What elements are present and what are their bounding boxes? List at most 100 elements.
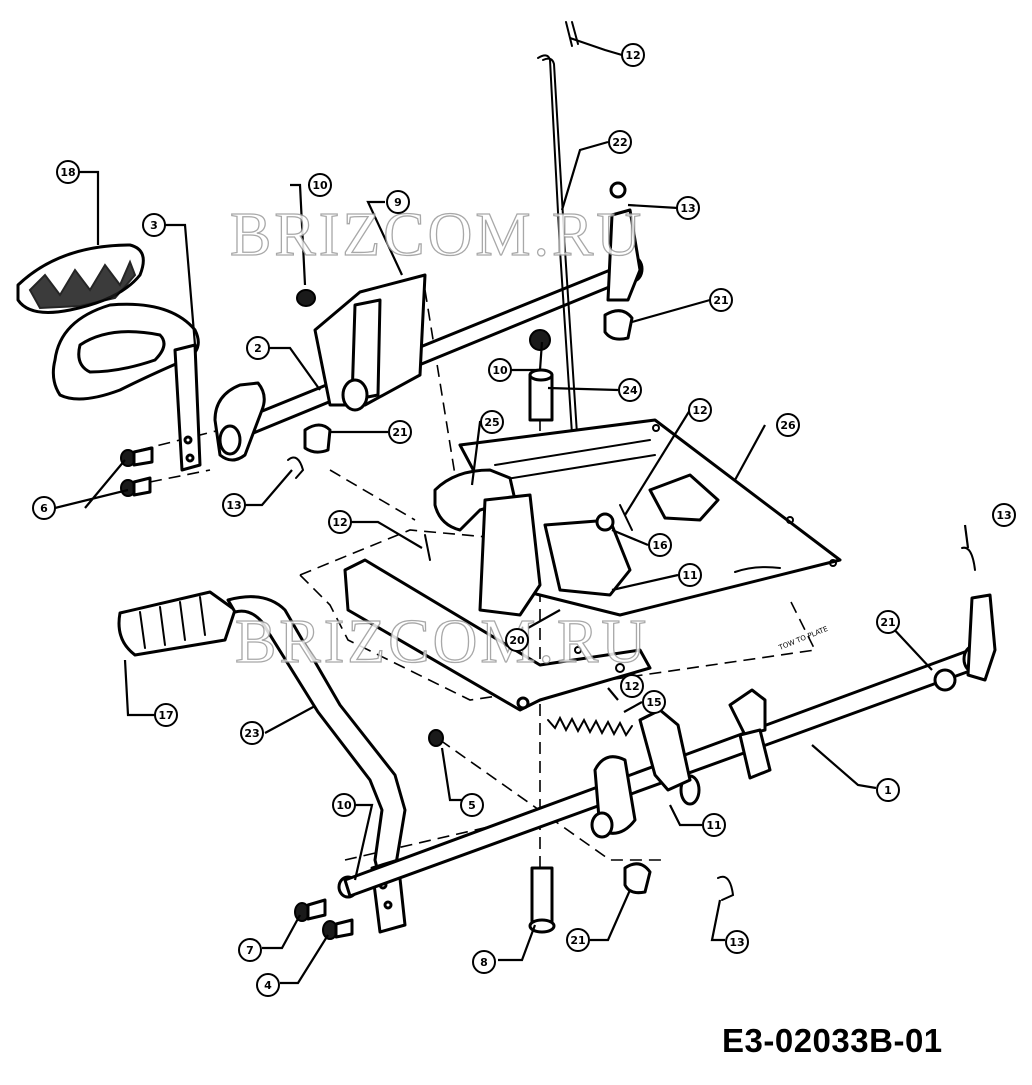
callout-6: 6: [32, 496, 56, 520]
callout-1: 1: [876, 778, 900, 802]
svg-text:17: 17: [158, 709, 173, 722]
svg-text:20: 20: [509, 634, 525, 647]
svg-text:3: 3: [150, 219, 158, 232]
callout-11-low: 11: [702, 813, 726, 837]
callout-26: 26: [776, 413, 800, 437]
e-ring-13-low: [717, 875, 735, 901]
callout-3: 3: [142, 213, 166, 237]
bolts-6: [120, 446, 154, 497]
callout-24: 24: [618, 378, 642, 402]
svg-text:6: 6: [40, 502, 48, 515]
e-ring-13-left: [287, 456, 305, 479]
svg-text:24: 24: [622, 384, 638, 397]
clip-21-left: [303, 423, 332, 454]
pin-8: [528, 866, 556, 934]
watermark-lower: BRIZCOM.RU: [235, 608, 649, 676]
panel-label: TOW TO PLATE: [777, 625, 829, 652]
callout-21-left: 21: [388, 420, 412, 444]
clip-21-low: [623, 862, 652, 895]
callout-10-top: 10: [308, 173, 332, 197]
callout-13-top: 13: [676, 196, 700, 220]
nut-10-top: [296, 289, 316, 307]
bolt-5: [428, 729, 444, 747]
svg-text:21: 21: [392, 426, 407, 439]
svg-text:12: 12: [692, 404, 707, 417]
svg-text:11: 11: [706, 819, 721, 832]
svg-text:10: 10: [492, 364, 508, 377]
svg-text:7: 7: [246, 944, 254, 957]
svg-text:21: 21: [713, 294, 728, 307]
callout-18: 18: [56, 160, 80, 184]
svg-text:10: 10: [336, 799, 352, 812]
callout-23: 23: [240, 721, 264, 745]
callout-16: 16: [648, 533, 672, 557]
callout-21-upper: 21: [709, 288, 733, 312]
drawing-code: E3-02033B-01: [722, 1022, 943, 1059]
svg-text:9: 9: [394, 196, 402, 209]
arm-11: [590, 708, 692, 839]
callout-25: 25: [480, 410, 504, 434]
spring: [547, 715, 633, 737]
svg-text:16: 16: [652, 539, 668, 552]
bracket-plate: [313, 273, 427, 412]
svg-text:15: 15: [646, 696, 661, 709]
svg-text:13: 13: [996, 509, 1011, 522]
callout-7: 7: [238, 938, 262, 962]
svg-text:21: 21: [570, 934, 585, 947]
callout-5: 5: [460, 793, 484, 817]
callout-10-low: 10: [332, 793, 356, 817]
callout-12-left: 12: [328, 510, 352, 534]
svg-text:23: 23: [244, 727, 259, 740]
svg-text:1: 1: [884, 784, 892, 797]
callout-9: 9: [386, 190, 410, 214]
callout-4: 4: [256, 973, 280, 997]
spacer-24: [528, 329, 554, 422]
callout-13-right: 13: [992, 503, 1016, 527]
svg-text:13: 13: [729, 936, 744, 949]
svg-text:25: 25: [484, 416, 499, 429]
rear-shaft: [238, 255, 644, 438]
pivot-plate: [213, 381, 266, 462]
callout-15: 15: [642, 690, 666, 714]
svg-text:22: 22: [612, 136, 627, 149]
pedal-pad: [16, 243, 145, 314]
svg-text:13: 13: [680, 202, 695, 215]
svg-text:12: 12: [332, 516, 347, 529]
mount-bracket: [433, 468, 632, 617]
callout-12-mid: 12: [688, 398, 712, 422]
callout-11-upper: 11: [678, 563, 702, 587]
clip-12-left: [424, 534, 431, 561]
callout-2: 2: [246, 336, 270, 360]
svg-text:10: 10: [312, 179, 328, 192]
clip-12-top: [565, 21, 579, 47]
right-arm: [933, 546, 997, 692]
callout-20: 20: [505, 628, 529, 652]
callout-8: 8: [472, 950, 496, 974]
callout-22: 22: [608, 130, 632, 154]
callout-21-low: 21: [566, 928, 590, 952]
callout-17: 17: [154, 703, 178, 727]
svg-text:12: 12: [624, 680, 639, 693]
svg-text:12: 12: [625, 49, 640, 62]
svg-text:2: 2: [254, 342, 262, 355]
svg-text:21: 21: [880, 616, 895, 629]
callout-10-mid: 10: [488, 358, 512, 382]
right-arm-top: [603, 181, 642, 341]
lever-bracket: [728, 688, 772, 780]
clip-16: [595, 504, 633, 532]
brake-pedal: [51, 302, 202, 472]
callout-21-right: 21: [876, 610, 900, 634]
control-rod: [537, 54, 581, 494]
callout-12-low: 12: [620, 674, 644, 698]
svg-text:4: 4: [264, 979, 272, 992]
svg-text:26: 26: [780, 419, 796, 432]
callout-13-low: 13: [725, 930, 749, 954]
svg-text:5: 5: [468, 799, 476, 812]
callout-13-left: 13: [222, 493, 246, 517]
svg-text:13: 13: [226, 499, 241, 512]
svg-text:18: 18: [60, 166, 75, 179]
callout-12-top: 12: [621, 43, 645, 67]
watermark-upper: BRIZCOM.RU: [230, 201, 644, 269]
bolts-7-4: [294, 898, 354, 940]
